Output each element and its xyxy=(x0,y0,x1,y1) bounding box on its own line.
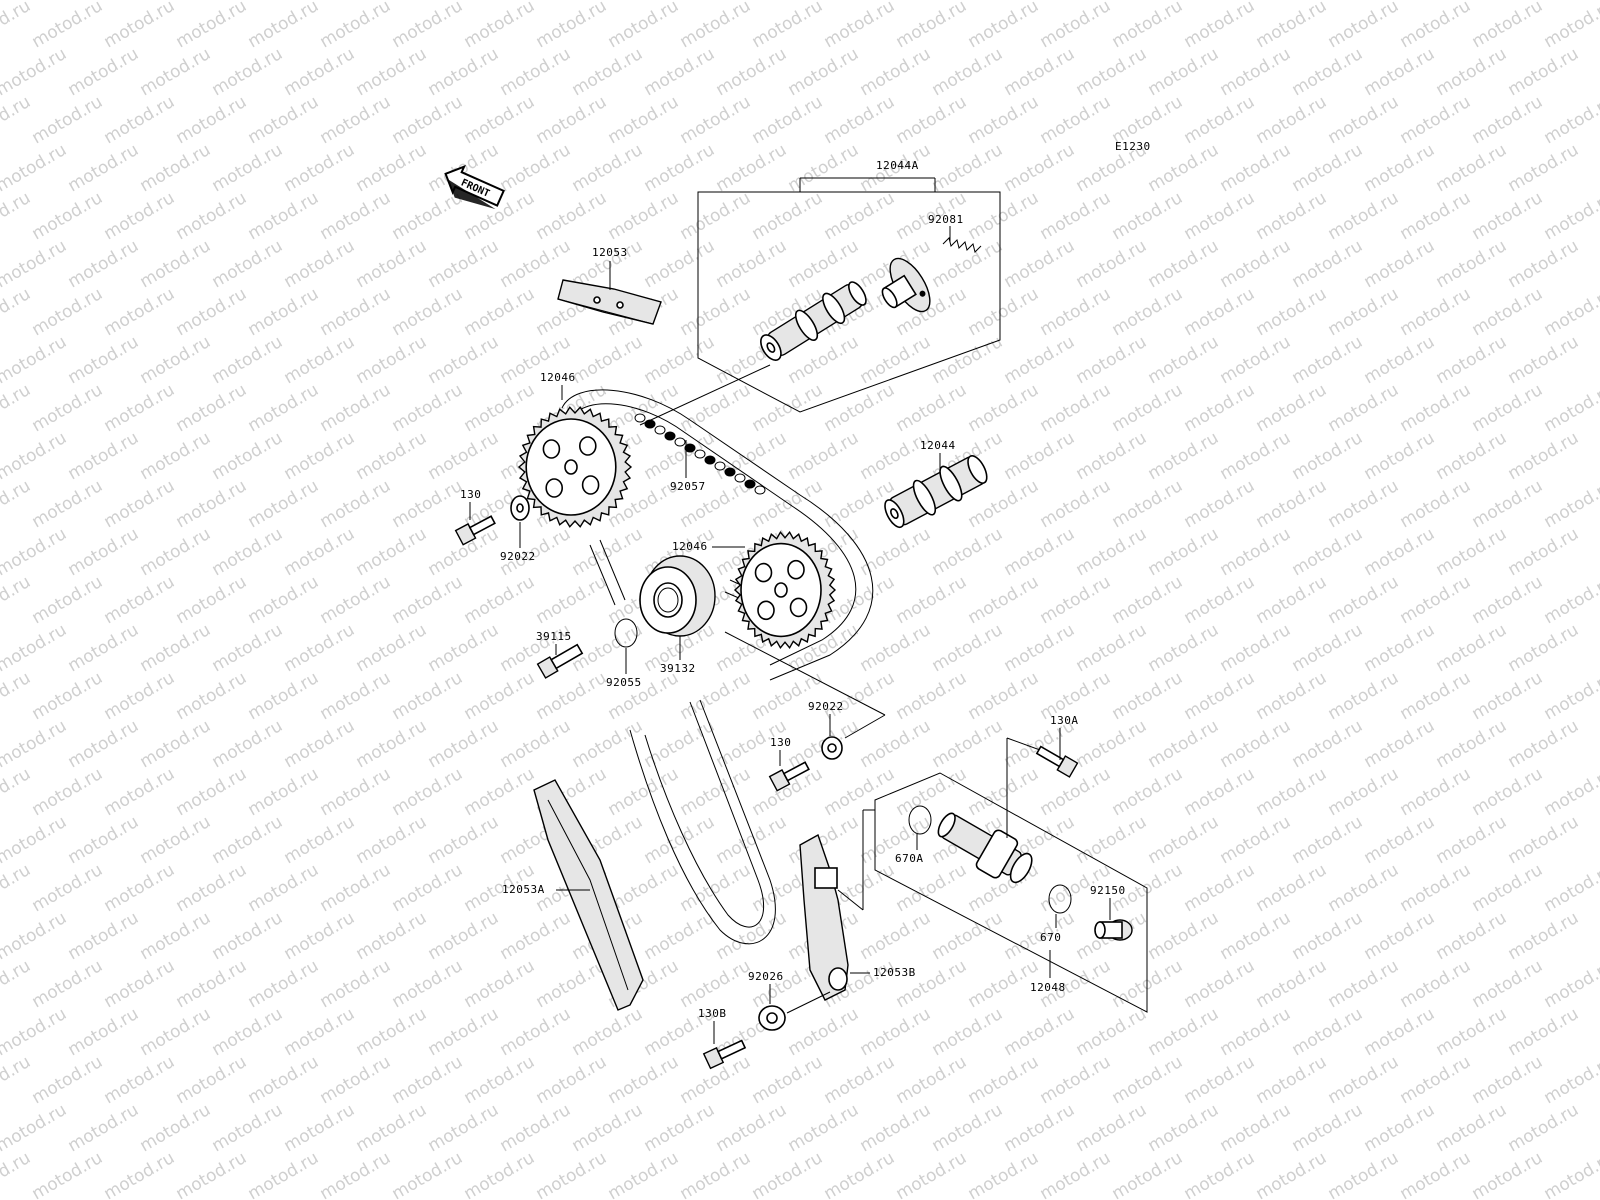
sprocket-hole xyxy=(578,436,597,456)
sprocket-hole xyxy=(545,478,564,498)
timing-chain xyxy=(561,389,874,945)
label-92055: 92055 xyxy=(606,676,642,689)
chain-tensioner xyxy=(937,812,1033,884)
diagram-code: E1230 xyxy=(1115,140,1151,153)
washer-92022-left xyxy=(510,495,530,521)
chain-link xyxy=(704,455,716,465)
o-ring-670 xyxy=(1048,884,1072,914)
chain-link xyxy=(654,425,666,435)
chain-link xyxy=(744,479,756,489)
sprocket-hole xyxy=(581,475,600,495)
sprocket-hole xyxy=(564,459,578,475)
bolt-130-left xyxy=(454,515,496,546)
label-12046-mid: 12046 xyxy=(672,540,708,553)
label-670: 670 xyxy=(1040,931,1061,944)
front-arrow-icon: FRONT xyxy=(444,164,505,210)
washer-92022-right xyxy=(821,736,843,760)
label-130A: 130A xyxy=(1050,714,1079,727)
label-12048: 12048 xyxy=(1030,981,1066,994)
label-12044A: 12044A xyxy=(876,159,919,172)
upper-chain-guide xyxy=(557,279,662,325)
sprocket-hole xyxy=(789,597,808,618)
o-ring-92055 xyxy=(614,618,638,648)
label-92150: 92150 xyxy=(1090,884,1126,897)
spring-92081 xyxy=(942,237,982,253)
label-39115: 39115 xyxy=(536,630,572,643)
bolt-130A xyxy=(1035,745,1079,778)
bolt-130-mid xyxy=(768,761,810,792)
cap-bolt-92150 xyxy=(1094,919,1133,941)
sprocket-hole xyxy=(787,559,805,580)
label-39132: 39132 xyxy=(660,662,696,675)
decompressor-cam xyxy=(881,257,931,313)
label-92081: 92081 xyxy=(928,213,964,226)
chain-link xyxy=(634,413,646,423)
chain-link xyxy=(724,467,736,477)
label-12053A: 12053A xyxy=(502,883,545,896)
label-12053: 12053 xyxy=(592,246,628,259)
label-12046-top: 12046 xyxy=(540,371,576,384)
label-130B: 130B xyxy=(698,1007,727,1020)
intake-camshaft xyxy=(884,455,988,529)
label-12044: 12044 xyxy=(920,439,956,452)
chain-link xyxy=(644,419,656,429)
camshaft-sprocket-upper xyxy=(517,406,633,528)
label-12053B: 12053B xyxy=(873,966,916,979)
exhaust-camshaft xyxy=(760,281,867,361)
chain-link xyxy=(664,431,676,441)
chain-link xyxy=(734,473,746,483)
chain-link xyxy=(754,485,766,495)
bolt-130B xyxy=(702,1039,747,1070)
o-ring-670A xyxy=(908,805,932,835)
label-130-left: 130 xyxy=(460,488,481,501)
collar-92026 xyxy=(758,1005,786,1031)
bolt-39115 xyxy=(536,643,584,679)
crankshaft-sprocket xyxy=(639,555,716,637)
label-92057: 92057 xyxy=(670,480,706,493)
camshaft-sprocket-lower xyxy=(733,530,837,650)
camshaft-assembly-box xyxy=(697,177,1001,413)
chain-link xyxy=(674,437,686,447)
sprocket-hole xyxy=(754,562,773,583)
sprocket-hole xyxy=(542,439,561,459)
chain-link xyxy=(684,443,696,453)
label-92022-left: 92022 xyxy=(500,550,536,563)
label-92022-right: 92022 xyxy=(808,700,844,713)
chain-guide-12053A xyxy=(533,779,644,1011)
label-670A: 670A xyxy=(895,852,924,865)
tensioner-assembly-box xyxy=(837,772,1148,1013)
chain-link xyxy=(694,449,706,459)
sprocket-hole xyxy=(774,582,788,598)
label-92026: 92026 xyxy=(748,970,784,983)
part-labels: 12044A 92081 12053 12046 130 92022 92057… xyxy=(460,159,1126,1044)
sprocket-hole xyxy=(757,600,775,621)
chain-link xyxy=(714,461,726,471)
label-130-mid: 130 xyxy=(770,736,791,749)
chain-guide-12053B xyxy=(799,833,849,1001)
chain-links xyxy=(634,413,766,495)
